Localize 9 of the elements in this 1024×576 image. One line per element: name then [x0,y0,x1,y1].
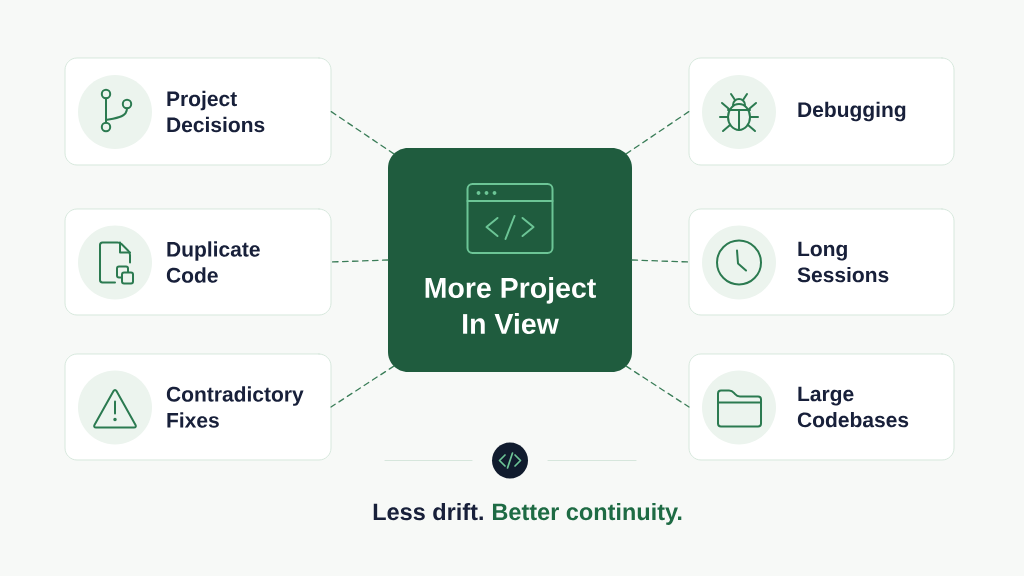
tagline: Less drift. [373,503,483,521]
connector-line [625,110,690,155]
connector-line [330,365,395,408]
connector-line [330,110,395,155]
connector-line [625,365,690,408]
connector-line [631,259,690,263]
tagline: Better continuity. [493,503,682,525]
connector-line [330,259,389,263]
center-box: More Project In View [388,148,632,372]
